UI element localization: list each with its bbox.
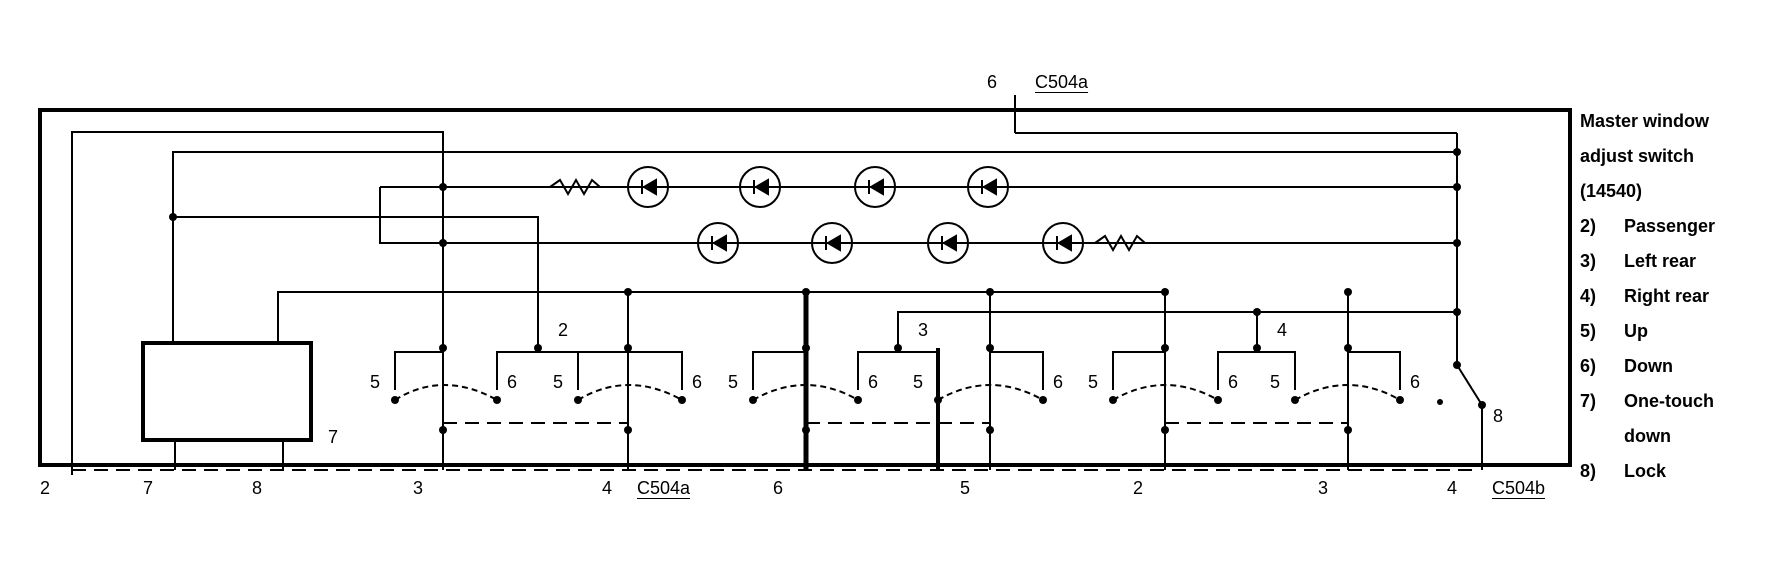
legend-item-number: 4) — [1580, 286, 1597, 306]
legend-item: 7) One-touch — [1580, 384, 1780, 419]
legend-item-number: 7) — [1580, 391, 1597, 411]
bulb-icon — [854, 166, 896, 208]
legend-item-continuation: down — [1624, 426, 1671, 446]
lock-contact-label: 8 — [1493, 406, 1504, 426]
contact-up-label: 5 — [553, 372, 564, 392]
legend-item-number: 6) — [1580, 356, 1597, 376]
legend: Master window adjust switch (14540) 2) Pa… — [1580, 104, 1780, 489]
legend-item: 5) Up — [1580, 314, 1780, 349]
legend-item-text: One-touch — [1624, 391, 1714, 411]
bottom-pin-label: 2 — [40, 478, 51, 498]
legend-title-line: (14540) — [1580, 181, 1643, 201]
bulb-icon — [697, 222, 739, 264]
contact-down-label: 6 — [507, 372, 518, 392]
legend-item-text: Lock — [1624, 461, 1667, 481]
legend-item: 3) Left rear — [1580, 244, 1780, 279]
bulb-icon — [927, 222, 969, 264]
module-pin-label: 7 — [328, 427, 339, 447]
legend-item-text: Up — [1624, 321, 1648, 341]
bottom-pin-label: 7 — [143, 478, 154, 498]
legend-item-number: 2) — [1580, 216, 1597, 236]
bottom-pin-label: 5 — [960, 478, 971, 498]
connector-label-left: C504a — [637, 478, 691, 498]
contact-up-label: 5 — [370, 372, 381, 392]
contact-down-label: 6 — [1228, 372, 1239, 392]
contact-down-label: 6 — [868, 372, 879, 392]
contact-up-label: 5 — [1088, 372, 1099, 392]
resistor-top — [549, 177, 620, 197]
legend-title-line: adjust switch — [1580, 146, 1695, 166]
bottom-pin-label: 4 — [602, 478, 613, 498]
legend-item: 8) Lock — [1580, 454, 1780, 489]
legend-item: 2) Passenger — [1580, 209, 1780, 244]
bottom-pin-label: 6 — [773, 478, 784, 498]
bottom-pin-label: 2 — [1133, 478, 1144, 498]
bottom-pin-label: 4 — [1447, 478, 1458, 498]
legend-item-number: 5) — [1580, 321, 1597, 341]
bottom-pin-label: 8 — [252, 478, 263, 498]
bottom-pin-label: 3 — [1318, 478, 1329, 498]
resistor-bottom — [1094, 233, 1160, 253]
contact-down-label: 6 — [692, 372, 703, 392]
legend-item-number: 8) — [1580, 461, 1597, 481]
top-pin-number: 6 — [987, 72, 998, 92]
legend-item: 6) Down — [1580, 349, 1780, 384]
bulb-icon — [1042, 222, 1084, 264]
bulb-icon — [967, 166, 1009, 208]
legend-item-text: Right rear — [1624, 286, 1710, 306]
one-touch-module — [141, 341, 313, 442]
legend-item-text: Passenger — [1624, 216, 1716, 236]
legend-item: 4) Right rear — [1580, 279, 1780, 314]
bulb-icon — [739, 166, 781, 208]
contact-up-label: 5 — [1270, 372, 1281, 392]
connector-label-right: C504b — [1492, 478, 1546, 498]
legend-item-number: 3) — [1580, 251, 1597, 271]
switch-group-label-left-rear: 3 — [918, 320, 929, 340]
bulb-icon — [627, 166, 669, 208]
legend-item-text: Left rear — [1624, 251, 1697, 271]
contact-down-label: 6 — [1410, 372, 1421, 392]
contact-down-label: 6 — [1053, 372, 1064, 392]
switch-group-label-passenger: 2 — [558, 320, 569, 340]
bottom-pin-label: 3 — [413, 478, 424, 498]
contact-up-label: 5 — [913, 372, 924, 392]
top-pin-connector: C504a — [1035, 72, 1089, 92]
bulb-icon — [811, 222, 853, 264]
contact-up-label: 5 — [728, 372, 739, 392]
legend-item-text: Down — [1624, 356, 1673, 376]
legend-title-line: Master window — [1580, 111, 1710, 131]
switch-group-label-right-rear: 4 — [1277, 320, 1288, 340]
